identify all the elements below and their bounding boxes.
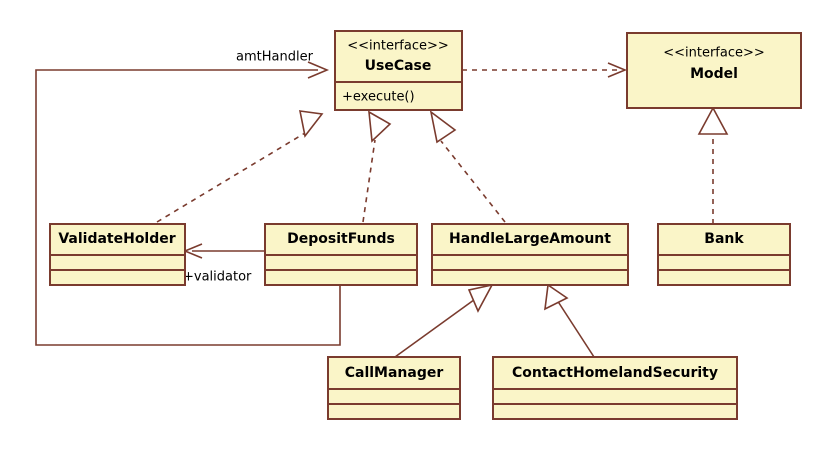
edge-label-validator: +validator [183,270,252,285]
hollow-triangle-icon [298,110,324,138]
class-name-contacthomelandsecurity: ContactHomelandSecurity [512,365,718,381]
class-name-handlelargeamount: HandleLargeAmount [449,231,611,247]
class-box-contacthomelandsecurity[interactable]: ContactHomelandSecurity [492,356,738,420]
association-line-deposit-usecase [35,69,341,346]
generalization-line-callmanager-handlelargeamount [394,296,479,358]
relationship-handlelargeamount-realizes-usecase [429,110,506,223]
generalization-line-contacthomelandsecurity-handlelargeamount [556,299,595,358]
class-name-usecase: UseCase [365,58,432,74]
hollow-triangle-icon [544,283,569,311]
hollow-triangle-icon [368,110,392,143]
relationship-validator-association: +validator [182,243,265,285]
open-arrowhead-icon [607,62,628,78]
open-arrowhead-icon [307,61,330,79]
relationship-validateholder-realizes-usecase [156,110,324,223]
hollow-triangle-icon [467,283,494,313]
class-box-callmanager[interactable]: CallManager [327,356,461,420]
relationship-amthandler-association: amtHandler [35,50,341,346]
relationship-usecase-to-model [462,62,628,78]
relationship-depositfunds-realizes-usecase [362,110,392,223]
realization-line-handlelargeamount-usecase [440,140,506,223]
class-box-depositfunds[interactable]: DepositFunds [264,223,418,286]
hollow-triangle-icon [697,106,729,135]
class-box-model-rect[interactable] [626,32,802,109]
class-name-depositfunds: DepositFunds [287,231,395,247]
class-name-callmanager: CallManager [345,365,444,381]
realization-line-depositfunds-usecase [362,139,376,223]
hollow-triangle-icon [429,110,457,144]
class-stereotype-model: <<interface>> [663,46,765,61]
realization-line-validateholder-usecase [156,132,306,223]
relationship-bank-realizes-model [697,106,729,224]
class-name-model: Model [690,66,738,82]
class-box-model[interactable]: <<interface>> Model [626,32,802,109]
class-box-handlelargeamount[interactable]: HandleLargeAmount [431,223,629,286]
edge-label-amthandler: amtHandler [236,50,314,65]
class-box-usecase-rect[interactable] [334,30,463,111]
class-name-validateholder: ValidateHolder [58,231,175,247]
class-stereotype-usecase: <<interface>> [347,39,449,54]
class-box-validateholder[interactable]: ValidateHolder [49,223,186,286]
class-box-usecase[interactable]: <<interface>> UseCase +execute() [334,30,463,111]
relationship-callmanager-extends-handlelargeamount [394,283,494,358]
class-name-bank: Bank [704,231,744,247]
class-member-usecase-execute: +execute() [342,90,415,105]
relationship-contacthomelandsecurity-extends-handlelargeamount [544,283,595,358]
class-box-bank[interactable]: Bank [657,223,791,286]
